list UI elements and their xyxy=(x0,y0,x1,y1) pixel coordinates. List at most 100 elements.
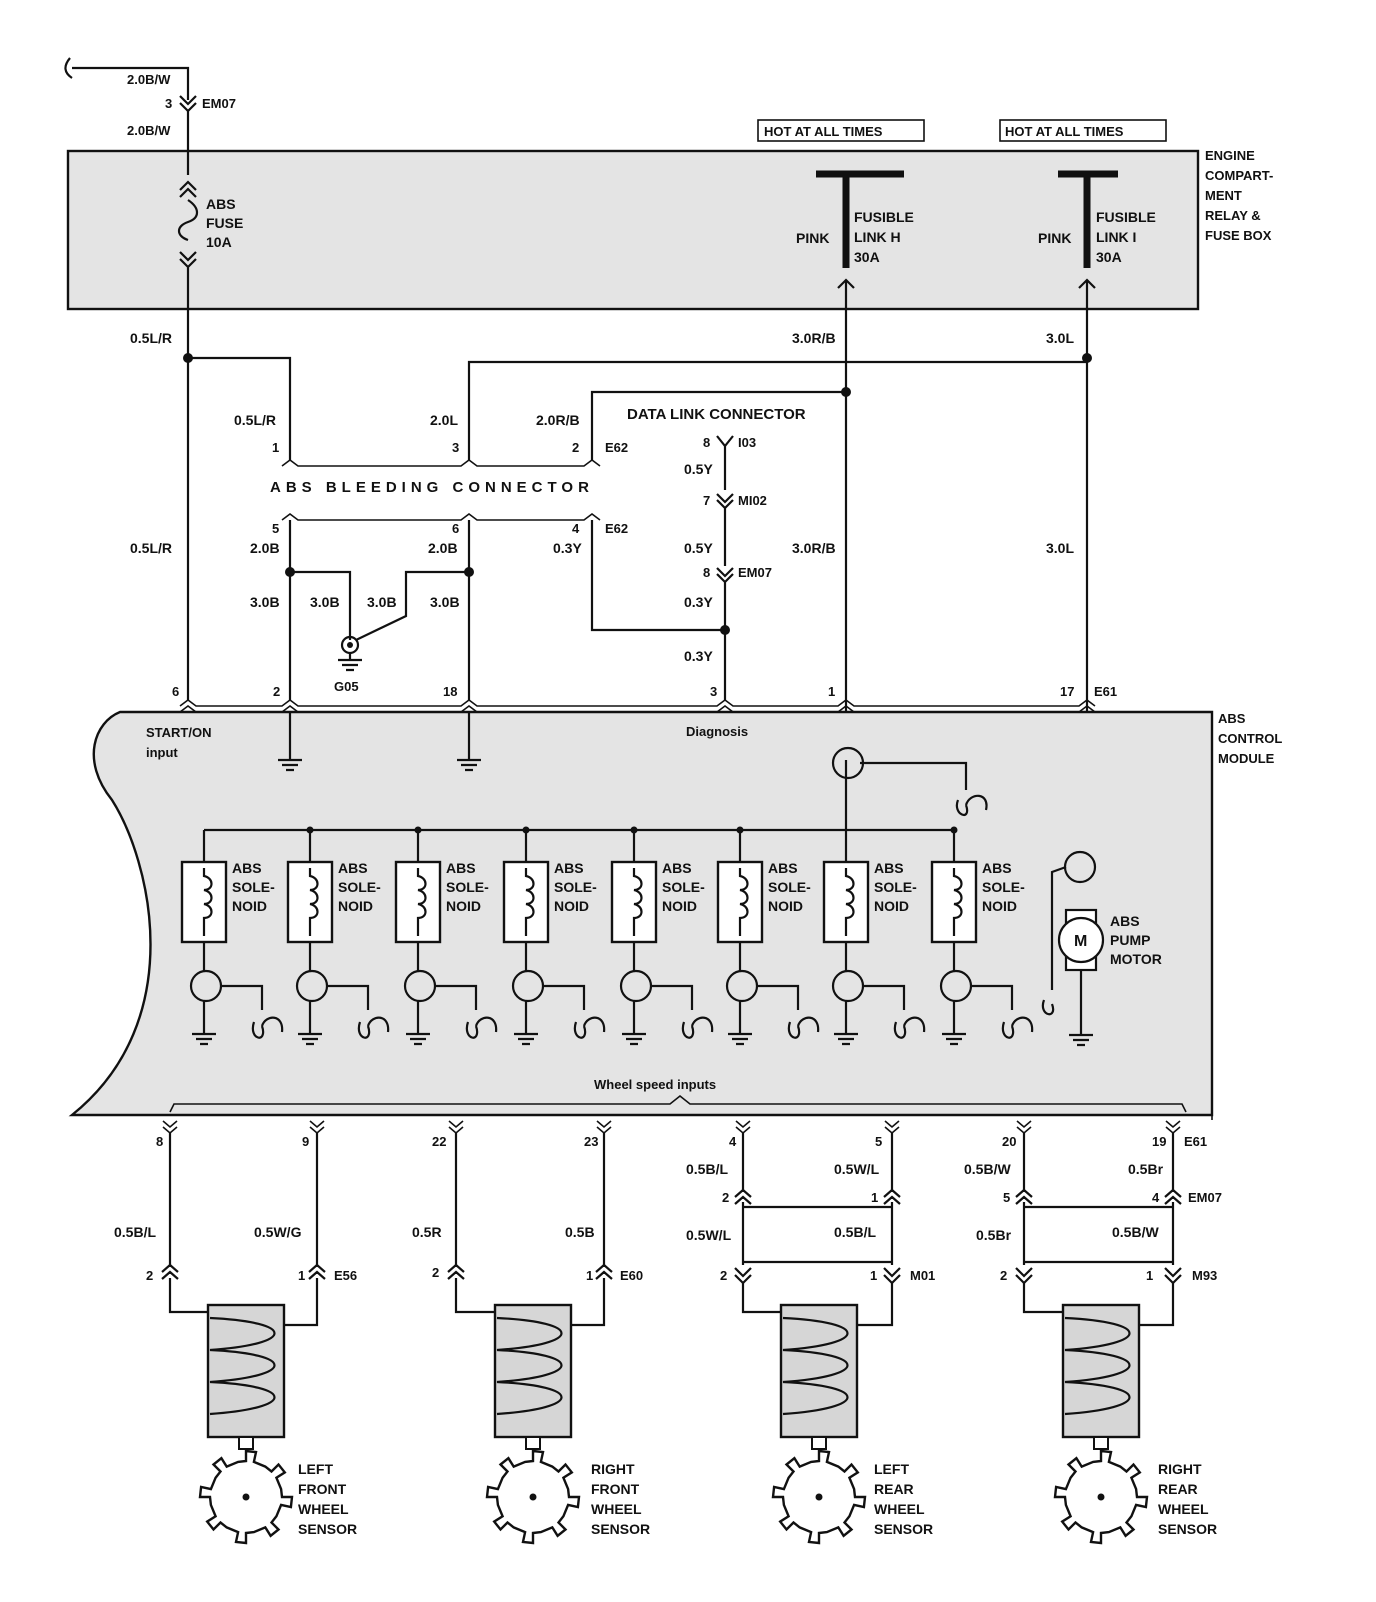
bleeding-pin-6: 6 xyxy=(452,521,459,536)
module-bottom-connector xyxy=(162,1115,1213,1135)
wire-label-30rb-b: 3.0R/B xyxy=(792,540,836,556)
dlc-pin-8: 8 xyxy=(703,435,710,450)
solenoid-coil-icon xyxy=(738,868,749,936)
solenoid-coil-icon xyxy=(952,868,963,936)
rear-lower-wire-3: 0.5Br xyxy=(976,1227,1012,1243)
wheel-speed-inputs-label: Wheel speed inputs xyxy=(594,1077,716,1092)
solenoid-control-wire xyxy=(221,984,284,1039)
solenoid-5-label-2: SOLE- xyxy=(662,879,705,895)
feed-wire-label-top: 2.0B/W xyxy=(127,72,171,87)
module-label-1: ABS xyxy=(1218,711,1246,726)
solenoid-ground-icon xyxy=(834,1001,858,1046)
pump-motor-symbol: M xyxy=(1074,933,1087,950)
front-wire-1: 0.5B/L xyxy=(114,1224,156,1240)
sensor-1-label-1: LEFT xyxy=(298,1461,333,1477)
ground-g05-label: G05 xyxy=(334,679,359,694)
fuse-box-label-5: FUSE BOX xyxy=(1205,228,1272,243)
module-top-connector xyxy=(179,699,1096,707)
solenoid-3-label-1: ABS xyxy=(446,860,476,876)
sensor-pin-3: 2 xyxy=(432,1265,439,1280)
wheel-sensor-4 xyxy=(1053,1303,1149,1545)
junction-20b-left xyxy=(285,567,295,577)
fuse-box-label-2: COMPART- xyxy=(1205,168,1273,183)
relay-transistor-leads xyxy=(844,760,988,830)
wire-20b-left xyxy=(288,520,352,700)
module-conn-e61-bottom: E61 xyxy=(1184,1134,1207,1149)
solenoid-coil-icon xyxy=(844,868,855,936)
wire-20b-right xyxy=(355,520,471,700)
module-bottom-pin-5: 5 xyxy=(875,1134,882,1149)
module-bottom-pin-20: 20 xyxy=(1002,1134,1016,1149)
solenoid-3-label-3: NOID xyxy=(446,898,481,914)
sensor-pole xyxy=(1093,1436,1109,1450)
abs-fuse-label-2: FUSE xyxy=(206,215,243,231)
sensor-pin-1: 2 xyxy=(146,1268,153,1283)
sensor-1-label-3: WHEEL xyxy=(298,1501,349,1517)
module-label-3: MODULE xyxy=(1218,751,1275,766)
solenoid-coil-icon xyxy=(416,868,427,936)
em07-pin-1: 1 xyxy=(871,1190,878,1205)
solenoid-8-label-2: SOLE- xyxy=(982,879,1025,895)
junction-03y xyxy=(720,625,730,635)
solenoid-group: ABSSOLE-NOIDABSSOLE-NOIDABSSOLE-NOIDABSS… xyxy=(180,826,1034,1046)
fusible-link-i-bar xyxy=(1058,170,1118,268)
junction-05lr xyxy=(183,353,193,363)
abs-fuse-label-3: 10A xyxy=(206,234,232,250)
module-bottom-pin-19: 19 xyxy=(1152,1134,1166,1149)
wire-label-05lr-c: 0.5L/R xyxy=(130,540,172,556)
sensor-coil-body xyxy=(1061,1303,1141,1439)
sensor-coil-winding xyxy=(209,1316,276,1416)
dlc-conn-i03: I03 xyxy=(738,435,756,450)
fusible-link-i-label-1: FUSIBLE xyxy=(1096,209,1156,225)
wire-rear-sensor-leads xyxy=(741,1260,1175,1327)
hot-at-all-times-label-h: HOT AT ALL TIMES xyxy=(764,124,883,139)
bleeding-pin-2: 2 xyxy=(572,440,579,455)
fusible-link-h-label-2: LINK H xyxy=(854,229,901,245)
sensor-coil-winding xyxy=(1064,1316,1131,1416)
solenoid-4-label-1: ABS xyxy=(554,860,584,876)
module-pin-3: 3 xyxy=(710,684,717,699)
solenoid-control-wire xyxy=(327,984,390,1039)
sensor-1-label-2: FRONT xyxy=(298,1481,347,1497)
solenoid-7-label-3: NOID xyxy=(874,898,909,914)
e56-e60-connectors xyxy=(161,1263,613,1280)
solenoid-6-label-2: SOLE- xyxy=(768,879,811,895)
sensor-4-label-3: WHEEL xyxy=(1158,1501,1209,1517)
dlc-pin-7: 7 xyxy=(703,493,710,508)
sensor-pin-5: 2 xyxy=(720,1268,727,1283)
solenoid-control-wire xyxy=(971,984,1034,1039)
front-wire-4: 0.5B xyxy=(565,1224,595,1240)
module-bottom-pin-22: 22 xyxy=(432,1134,446,1149)
fuse-box-label-4: RELAY & xyxy=(1205,208,1261,223)
rear-upper-wire-1: 0.5B/L xyxy=(686,1161,728,1177)
sensor-coil-body xyxy=(493,1303,573,1439)
module-top-connector-inner xyxy=(179,705,1096,713)
rear-lower-wire-1: 0.5W/L xyxy=(686,1227,732,1243)
wheel-speed-brace xyxy=(169,1094,1187,1113)
fuse-box xyxy=(66,149,1200,311)
pump-motor-ground-icon xyxy=(1069,970,1093,1047)
solenoid-control-wire xyxy=(651,984,714,1039)
module-pin-6: 6 xyxy=(172,684,179,699)
solenoid-1-label-2: SOLE- xyxy=(232,879,275,895)
rear-lower-wire-2: 0.5B/L xyxy=(834,1224,876,1240)
sensor-pin-6: 1 xyxy=(870,1268,877,1283)
sensor-conn-e60: E60 xyxy=(620,1268,643,1283)
bleeding-pin-3: 3 xyxy=(452,440,459,455)
wire-label-30rb-a: 3.0R/B xyxy=(792,330,836,346)
wire-label-05y-b: 0.5Y xyxy=(684,540,713,556)
fusible-link-h-connector xyxy=(837,278,855,760)
pink-label-i: PINK xyxy=(1038,230,1071,246)
pink-label-h: PINK xyxy=(796,230,829,246)
ground-g05-center xyxy=(347,642,353,648)
diagnosis-label: Diagnosis xyxy=(686,724,748,739)
ground-g05-icon xyxy=(338,653,362,672)
wheel-sensor-group xyxy=(198,1303,1149,1545)
solenoid-5-label-3: NOID xyxy=(662,898,697,914)
solenoid-4-label-3: NOID xyxy=(554,898,589,914)
solenoid-ground-icon xyxy=(514,1001,538,1046)
